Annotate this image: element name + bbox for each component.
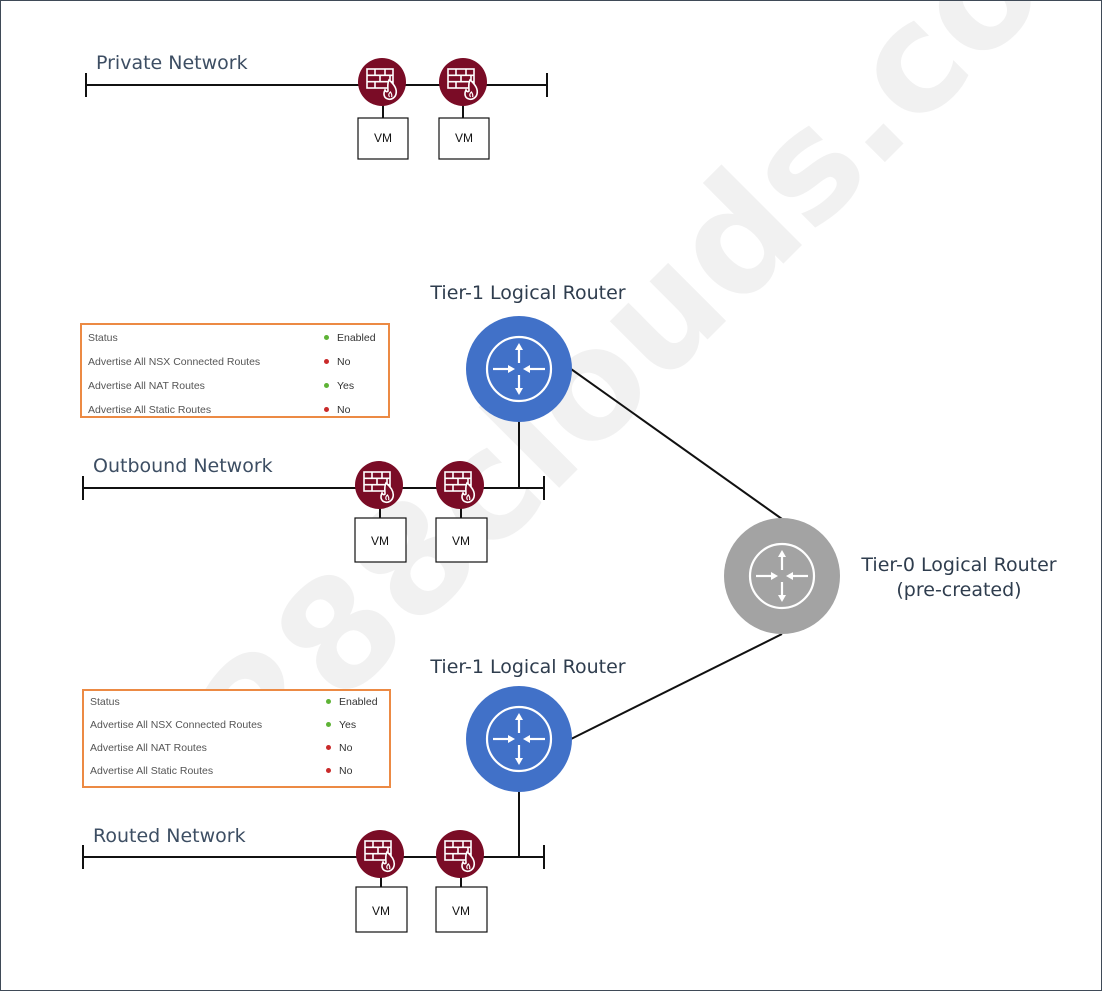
status-dot-icon: [324, 358, 329, 364]
panel-row: Advertise All NSX Connected Routes Yes: [90, 715, 383, 735]
vm-label: VM: [452, 904, 470, 918]
row-value: No: [326, 738, 352, 758]
row-value: No: [326, 761, 352, 781]
uplink-lines: [518, 368, 783, 857]
outbound-network-label: Outbound Network: [93, 455, 273, 477]
panel-row: Advertise All NSX Connected Routes No: [88, 352, 382, 372]
vm-box[interactable]: VM: [435, 517, 488, 563]
row-value: Enabled: [324, 328, 376, 348]
status-dot-icon: [326, 767, 331, 773]
row-label: Advertise All NAT Routes: [90, 742, 207, 754]
row-label: Advertise All NSX Connected Routes: [88, 356, 261, 368]
status-dot-icon: [326, 744, 331, 750]
tier1-router-bottom[interactable]: [466, 686, 572, 792]
vm-box[interactable]: VM: [354, 517, 407, 563]
vm-box[interactable]: VM: [438, 117, 490, 160]
panel-row: Advertise All NAT Routes No: [90, 738, 383, 758]
firewall-icon: [354, 460, 404, 510]
vm-label: VM: [372, 904, 390, 918]
row-label: Status: [90, 696, 120, 708]
row-label: Advertise All NSX Connected Routes: [90, 719, 263, 731]
vm-box[interactable]: VM: [357, 117, 409, 160]
row-value: No: [324, 400, 350, 420]
status-dot-icon: [324, 334, 329, 340]
row-value: Enabled: [326, 692, 378, 712]
status-dot-icon: [326, 721, 331, 727]
row-label: Status: [88, 332, 118, 344]
firewall-icon: [435, 829, 485, 879]
route-advertisement-panel-bottom: Status Enabled Advertise All NSX Connect…: [82, 689, 391, 788]
panel-row: Advertise All Static Routes No: [90, 761, 383, 781]
row-value: Yes: [324, 376, 354, 396]
vm-label: VM: [374, 131, 392, 145]
tier1-top-label: Tier-1 Logical Router: [429, 282, 625, 304]
firewall-icon: [435, 460, 485, 510]
vm-box[interactable]: VM: [435, 886, 488, 933]
row-value: No: [324, 352, 350, 372]
firewall-icon: [357, 57, 407, 107]
tier0-label: Tier-0 Logical Router: [860, 554, 1056, 576]
tier1-router-top[interactable]: [466, 316, 572, 422]
panel-row: Status Enabled: [88, 328, 382, 348]
panel-row: Advertise All NAT Routes Yes: [88, 376, 382, 396]
panel-row: Advertise All Static Routes No: [88, 400, 382, 420]
route-advertisement-panel-top: Status Enabled Advertise All NSX Connect…: [80, 323, 390, 418]
tier1-bottom-label: Tier-1 Logical Router: [429, 656, 625, 678]
private-network-label: Private Network: [96, 52, 248, 74]
status-dot-icon: [324, 406, 329, 412]
vm-label: VM: [455, 131, 473, 145]
firewall-icon: [355, 829, 405, 879]
status-dot-icon: [324, 382, 329, 388]
row-label: Advertise All NAT Routes: [88, 380, 205, 392]
tier0-router[interactable]: [724, 518, 840, 634]
tier0-sublabel: (pre-created): [896, 579, 1021, 601]
status-dot-icon: [326, 698, 331, 704]
row-label: Advertise All Static Routes: [90, 765, 214, 777]
panel-row: Status Enabled: [90, 692, 383, 712]
row-label: Advertise All Static Routes: [88, 404, 212, 416]
vm-label: VM: [452, 534, 470, 548]
firewall-icon: [438, 57, 488, 107]
vm-box[interactable]: VM: [355, 886, 408, 933]
vm-label: VM: [371, 534, 389, 548]
routed-network-label: Routed Network: [93, 825, 246, 847]
row-value: Yes: [326, 715, 356, 735]
